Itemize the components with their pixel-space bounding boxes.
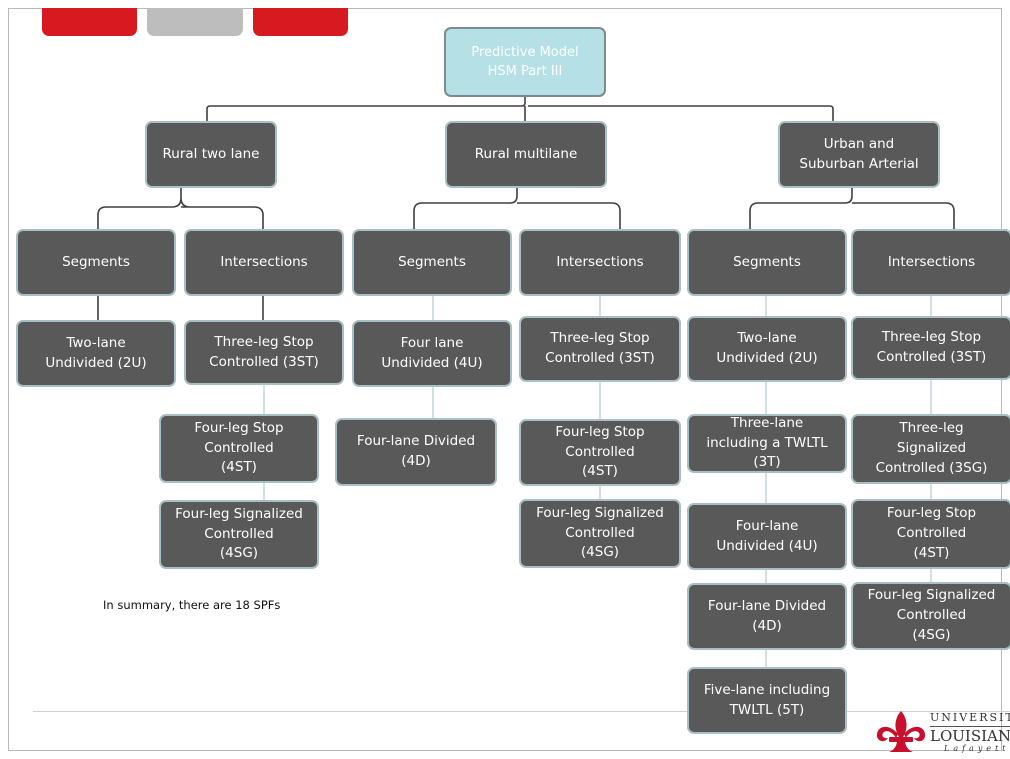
spf-node: Four-lane Divided (4D) [335, 418, 497, 486]
spf-label: Three-lane including a TWLTL (3T) [706, 414, 828, 471]
spf-label: Four-leg Signalized Controlled (4SG) [867, 587, 996, 643]
spf-label: Four-leg Stop Controlled (4ST) [555, 423, 645, 480]
logo-underline [930, 726, 1010, 727]
university-logo: UNIVERSIT LOUISIANA Lafayett [872, 707, 1010, 755]
spf-label: Three-leg Signalized Controlled (3SG) [875, 420, 988, 476]
spf-node: Four-leg Stop Controlled (4ST) [519, 419, 681, 486]
footer-divider [33, 711, 1010, 712]
root-node: Predictive Model HSM Part III [444, 27, 606, 97]
subcategory-segments: Segments [687, 229, 847, 296]
category-1-connector [97, 188, 264, 229]
spf-node: Two-lane Undivided (2U) [687, 316, 847, 382]
spf-label: Four-leg Stop Controlled (4ST) [886, 505, 977, 561]
fleur-petal-center [895, 711, 907, 737]
spf-label: Three-leg Stop Controlled (3ST) [876, 329, 987, 365]
spf-node: Two-lane Undivided (2U) [16, 320, 176, 387]
category-3-connector [749, 188, 955, 229]
spf-node: Three-leg Stop Controlled (3ST) [184, 320, 344, 385]
subcategory-label: Intersections [556, 253, 644, 270]
spf-label: Four-leg Signalized Controlled (4SG) [175, 505, 303, 562]
root-label: Predictive Model HSM Part III [471, 44, 579, 79]
category-label: Rural two lane [162, 145, 260, 162]
subcategory-label: Segments [733, 253, 801, 270]
subcategory-intersections: Intersections [184, 229, 344, 296]
spf-node: Four-leg Stop Controlled (4ST) [851, 499, 1010, 569]
spf-node: Four-leg Signalized Controlled (4SG) [519, 499, 681, 568]
spf-node: Four-lane Divided (4D) [687, 583, 847, 650]
spf-node: Three-leg Stop Controlled (3ST) [851, 316, 1010, 380]
header-tab-right [253, 8, 348, 36]
category-rural-multilane: Rural multilane [445, 121, 607, 188]
category-urban-suburban-arterial: Urban and Suburban Arterial [778, 121, 940, 188]
header-tab-left [42, 8, 137, 36]
logo-text-university: UNIVERSIT [930, 711, 1010, 724]
item-connectors [263, 296, 932, 667]
spf-node: Four-leg Signalized Controlled (4SG) [851, 582, 1010, 650]
spf-node: Four lane Undivided (4U) [352, 320, 512, 387]
root-connector [206, 97, 834, 121]
fleur-base [889, 742, 913, 752]
spf-node: Four-leg Signalized Controlled (4SG) [159, 500, 319, 569]
subcategory-intersections: Intersections [851, 229, 1010, 296]
subcategory-segments: Segments [16, 229, 176, 296]
spf-label: Four-lane Divided (4D) [356, 433, 476, 469]
spf-label: Four-leg Stop Controlled (4ST) [194, 419, 284, 476]
spf-label: Three-leg Stop Controlled (3ST) [209, 333, 319, 370]
spf-node: Three-lane including a TWLTL (3T) [687, 414, 847, 473]
logo-text-lafayette: Lafayett [944, 744, 1010, 753]
category-2-connector [413, 188, 621, 229]
fleur-petal-left [876, 726, 898, 742]
spf-node: Four-lane Undivided (4U) [687, 503, 847, 570]
subcategory-label: Intersections [220, 253, 308, 270]
category-rural-two-lane: Rural two lane [145, 121, 277, 188]
spf-label: Four-lane Undivided (4U) [716, 517, 818, 554]
fleur-band [889, 737, 913, 742]
subcategory-label: Segments [62, 253, 130, 270]
header-tab-middle [147, 8, 243, 36]
fleur-de-lis-icon [876, 711, 926, 752]
spf-label: Four-leg Signalized Controlled (4SG) [536, 504, 664, 561]
spf-label: Two-lane Undivided (2U) [716, 330, 818, 366]
spf-node: Three-leg Signalized Controlled (3SG) [851, 414, 1010, 484]
fleur-petal-right [904, 726, 926, 742]
spf-label: Five-lane including TWLTL (5T) [703, 681, 831, 718]
subcategory-label: Intersections [887, 253, 976, 270]
subcategory-label: Segments [398, 253, 466, 270]
spf-label: Four-lane Divided (4D) [707, 597, 827, 634]
category-label: Rural multilane [474, 145, 578, 162]
spf-node: Three-leg Stop Controlled (3ST) [519, 316, 681, 382]
spf-node: Four-leg Stop Controlled (4ST) [159, 414, 319, 483]
summary-text: In summary, there are 18 SPFs [103, 598, 281, 612]
logo-text-louisiana: LOUISIANA [930, 727, 1010, 745]
spf-label: Two-lane Undivided (2U) [45, 334, 147, 371]
spf-label: Four lane Undivided (4U) [381, 334, 483, 371]
category-label: Urban and Suburban Arterial [799, 135, 919, 172]
subcategory-segments: Segments [352, 229, 512, 296]
spf-node: Five-lane including TWLTL (5T) [687, 667, 847, 734]
subcategory-intersections: Intersections [519, 229, 681, 296]
spf-label: Three-leg Stop Controlled (3ST) [545, 330, 655, 366]
